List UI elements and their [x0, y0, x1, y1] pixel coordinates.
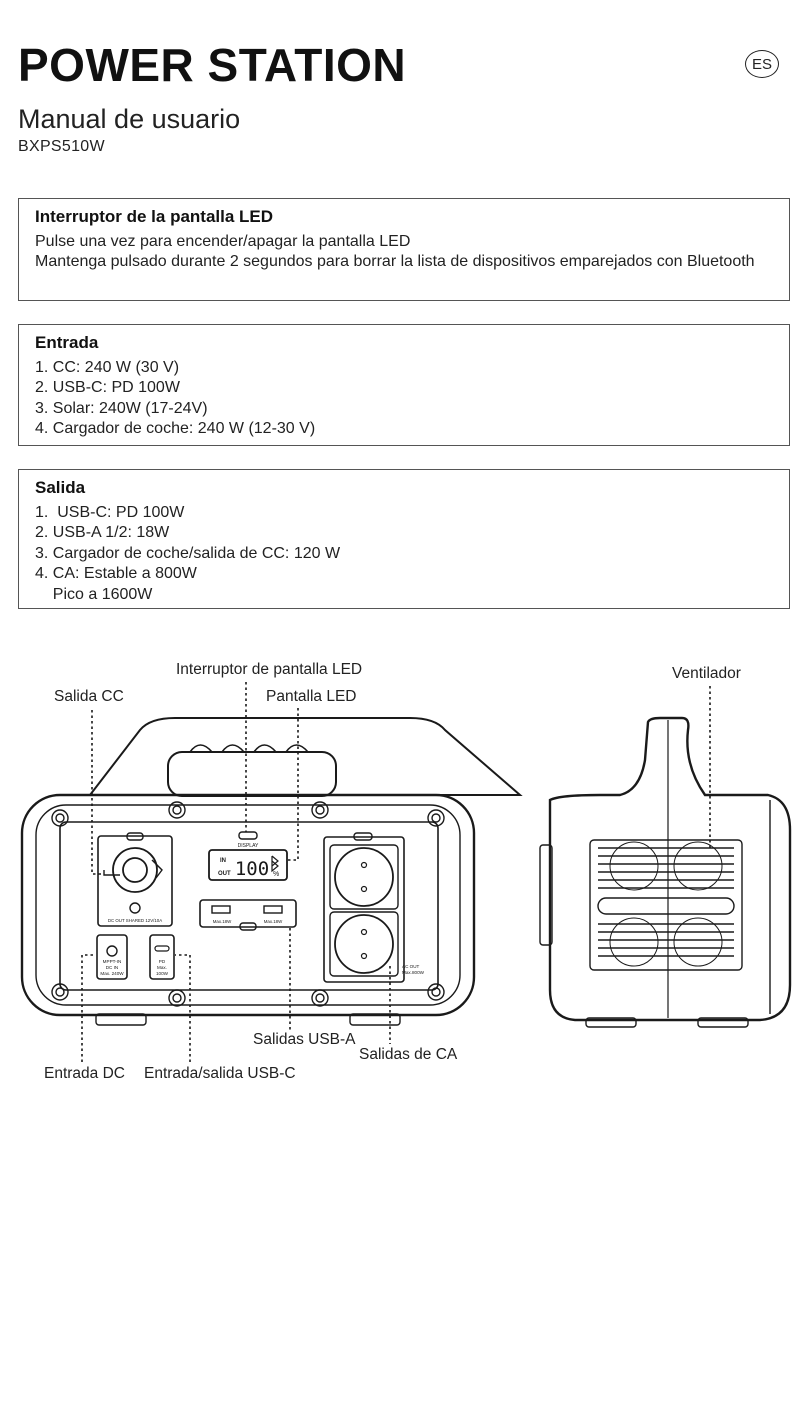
dc-output-module — [97, 835, 173, 927]
power-station-drawing: DISPLAY IN OUT 100 % DC OUT SHARED 12V/1… — [20, 682, 792, 1062]
section-line: 2. USB-C: PD 100W — [35, 379, 180, 397]
section-line: 1. USB-C: PD 100W — [35, 504, 185, 521]
display-readout: 100 — [235, 858, 269, 880]
section-line: 3. Solar: 240W (17-24V) — [35, 399, 208, 417]
display-percent: % — [273, 871, 279, 878]
ac-out-label: Max.800W — [402, 970, 425, 975]
section-heading: Entrada — [35, 333, 99, 352]
product-diagram: DISPLAY IN OUT 100 % DC OUT SHARED 12V/1… — [0, 650, 808, 1090]
front-body — [20, 793, 476, 1017]
usb-c-label: 100W — [156, 971, 169, 976]
section-line: 1. CC: 240 W (30 V) — [35, 359, 180, 376]
section-line: 2. USB-A 1/2: 18W — [35, 524, 170, 542]
dc-in-label: DC IN — [106, 965, 119, 970]
section-line: Pico a 1600W — [35, 585, 153, 603]
callout-usb-c-io: Entrada/salida USB-C — [144, 1065, 296, 1082]
callout-usb-a-outputs: Salidas USB-A — [253, 1031, 356, 1048]
usb-c-label: Max. — [157, 965, 167, 970]
usb-a-module — [199, 899, 297, 928]
document-subtitle: Manual de usuario — [18, 104, 241, 134]
dc-shared-label: DC OUT SHARED 12V/10A — [108, 918, 162, 923]
callout-dc-input: Entrada DC — [44, 1065, 125, 1082]
callout-fan: Ventilador — [672, 665, 741, 682]
callout-led-switch: Interruptor de pantalla LED — [176, 661, 363, 678]
display-in-label: IN — [220, 858, 226, 864]
section-line: 4. Cargador de coche: 240 W (12-30 V) — [35, 420, 316, 438]
handle-grip — [167, 751, 337, 797]
usb-a-port-icon — [211, 905, 231, 914]
input-section: Entrada 1. CC: 240 W (30 V) 2. USB-C: PD… — [18, 324, 790, 446]
fan-grille-icon — [589, 839, 743, 971]
output-section: Salida 1. USB-C: PD 100W 2. USB-A 1/2: 1… — [18, 469, 790, 609]
ac-socket-icon — [329, 911, 399, 977]
section-heading: Salida — [35, 478, 86, 497]
ac-socket-icon — [329, 844, 399, 910]
usb-c-port — [149, 934, 175, 980]
ac-output-module — [323, 836, 405, 983]
language-badge: ES — [745, 50, 779, 78]
usb-a-left-label: Max.18W — [213, 919, 232, 924]
front-panel — [59, 821, 439, 991]
ac-out-label: AC OUT — [402, 964, 420, 969]
usb-c-port-icon — [154, 945, 170, 952]
display-button-label: DISPLAY — [238, 843, 259, 849]
side-body — [548, 716, 792, 1022]
dc-in-label: MPPT-IN — [103, 959, 122, 964]
led-switch-section: Interruptor de la pantalla LED Pulse una… — [18, 198, 790, 301]
screw-icon — [51, 801, 445, 1007]
bluetooth-icon — [271, 855, 279, 873]
section-heading: Interruptor de la pantalla LED — [35, 207, 274, 226]
usb-a-port-icon — [263, 905, 283, 914]
callout-ac-outputs: Salidas de CA — [359, 1046, 458, 1063]
callout-dc-output: Salida CC — [54, 688, 124, 705]
display-out-label: OUT — [218, 871, 231, 877]
car-socket-icon — [103, 847, 163, 893]
document-title: POWER STATION — [18, 39, 407, 91]
callout-led-display: Pantalla LED — [266, 688, 357, 705]
dc-input-port — [96, 934, 128, 980]
section-line: Mantenga pulsado durante 2 segundos para… — [35, 253, 755, 271]
section-line: Pulse una vez para encender/apagar la pa… — [35, 233, 411, 250]
usb-c-label: PD — [159, 959, 166, 964]
section-line: 3. Cargador de coche/salida de CC: 120 W — [35, 544, 341, 562]
section-line: 4. CA: Estable a 800W — [35, 565, 197, 583]
led-display — [208, 849, 288, 881]
usb-a-right-label: Max.18W — [264, 919, 283, 924]
dc-in-label: Max. 240W — [100, 971, 124, 976]
handle-outline — [87, 717, 523, 796]
model-number: BXPS510W — [18, 138, 105, 155]
